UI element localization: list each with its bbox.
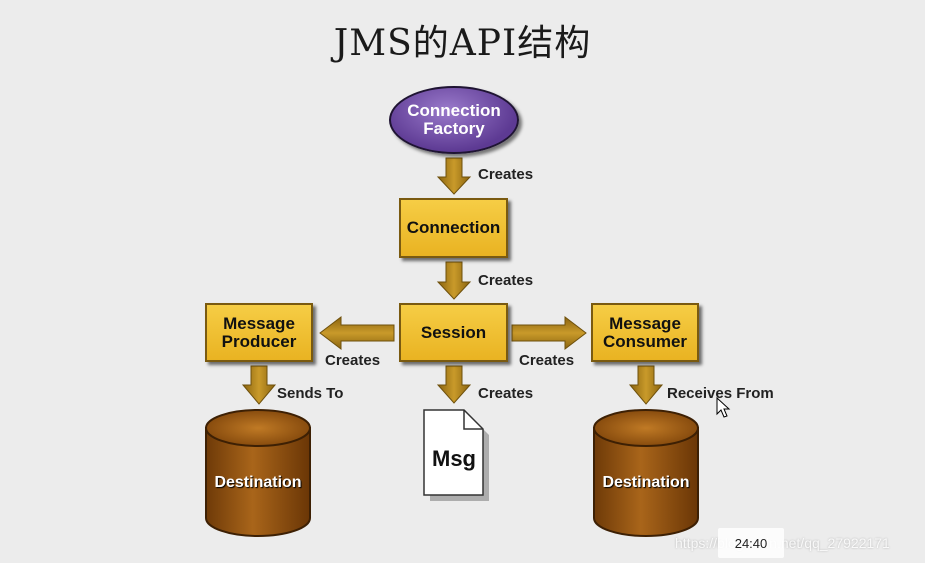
- arrow-producer-to-destination: [241, 365, 277, 405]
- msg-label: Msg: [432, 446, 476, 471]
- connection-factory-node: Connection Factory: [389, 86, 519, 154]
- destination-left-cylinder: [205, 409, 311, 537]
- msg-document: [423, 409, 489, 501]
- destination-right-cylinder: [593, 409, 699, 537]
- arrow-consumer-from-destination: [628, 365, 664, 405]
- edge-label-consumer-from-destination: Receives From: [667, 385, 774, 402]
- destination-left-label: Destination: [214, 474, 302, 491]
- connection-node: Connection: [399, 198, 508, 258]
- arrow-factory-to-connection: [436, 157, 472, 195]
- edge-label-session-to-producer: Creates: [325, 352, 381, 369]
- edge-label-producer-to-destination: Sends To: [277, 385, 344, 402]
- arrow-session-to-producer: [319, 315, 395, 351]
- edge-label-factory-to-connection: Creates: [478, 166, 534, 183]
- edge-label-session-to-msg: Creates: [478, 385, 534, 402]
- session-node: Session: [399, 303, 508, 362]
- mouse-cursor-icon: [716, 396, 731, 418]
- arrow-session-to-consumer: [511, 315, 587, 351]
- message-producer-node: Message Producer: [205, 303, 313, 362]
- edge-label-connection-to-session: Creates: [478, 272, 534, 289]
- edge-label-session-to-consumer: Creates: [519, 352, 575, 369]
- message-consumer-node: Message Consumer: [591, 303, 699, 362]
- video-timestamp: 24:40: [718, 528, 784, 558]
- arrow-connection-to-session: [436, 261, 472, 300]
- destination-right-label: Destination: [602, 474, 690, 491]
- diagram-title: JMS的API结构: [333, 23, 592, 64]
- arrow-session-to-msg: [436, 365, 472, 404]
